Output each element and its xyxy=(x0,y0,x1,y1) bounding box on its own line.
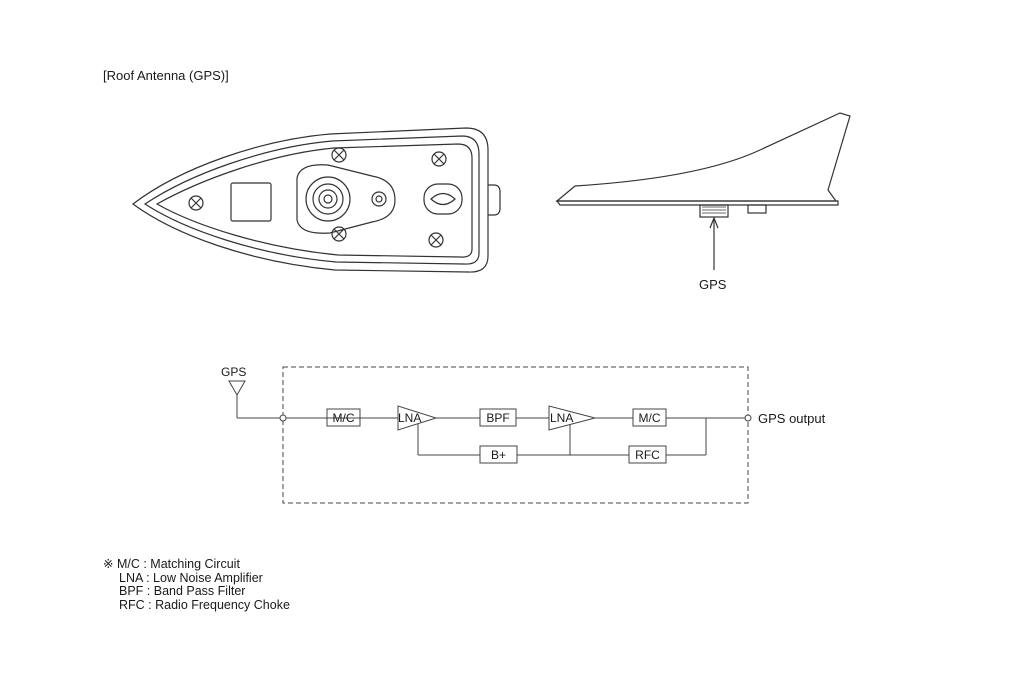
gps-input-label: GPS xyxy=(221,365,246,379)
gps-output-label: GPS output xyxy=(758,411,826,426)
gps-callout-label: GPS xyxy=(699,277,727,292)
legend-item: RFC : Radio Frequency Choke xyxy=(119,597,290,612)
mc1-box xyxy=(326,408,361,427)
bplus-label: B+ xyxy=(491,448,506,462)
legend-item: LNA : Low Noise Amplifier xyxy=(119,570,263,585)
antenna-base-outline xyxy=(132,127,489,273)
lna1-triangle xyxy=(397,405,438,431)
screw-icon xyxy=(428,232,444,248)
slot xyxy=(423,183,463,215)
page-title: [Roof Antenna (GPS)] xyxy=(103,68,229,83)
legend: ※ M/C : Matching Circuit LNA : Low Noise… xyxy=(103,557,290,613)
module-boundary xyxy=(282,366,749,504)
mc2-label: M/C xyxy=(639,411,661,425)
mount-stub xyxy=(488,184,501,216)
screw-icon xyxy=(331,147,347,163)
note-symbol: ※ xyxy=(103,557,114,571)
legend-row: LNA : Low Noise Amplifier xyxy=(103,570,290,586)
mc1-label: M/C xyxy=(333,411,355,425)
lna2-label: LNA xyxy=(550,411,573,425)
screw-icon xyxy=(331,226,347,242)
rfc-label: RFC xyxy=(635,448,660,462)
screw-icon xyxy=(188,195,204,211)
label-pad xyxy=(230,182,272,222)
legend-item: M/C : Matching Circuit xyxy=(116,557,240,571)
legend-row: BPF : Band Pass Filter xyxy=(103,584,290,599)
legend-item: BPF : Band Pass Filter xyxy=(119,584,246,599)
lna2-triangle xyxy=(548,405,597,431)
bpf-label: BPF xyxy=(486,411,509,425)
legend-row: ※ M/C : Matching Circuit xyxy=(103,557,290,572)
antenna-side-view xyxy=(555,112,851,270)
legend-row: RFC : Radio Frequency Choke xyxy=(103,597,290,613)
screw-icon xyxy=(431,151,447,167)
connector-plate xyxy=(296,164,396,234)
antenna-icon xyxy=(228,380,246,397)
lna1-label: LNA xyxy=(398,411,421,425)
